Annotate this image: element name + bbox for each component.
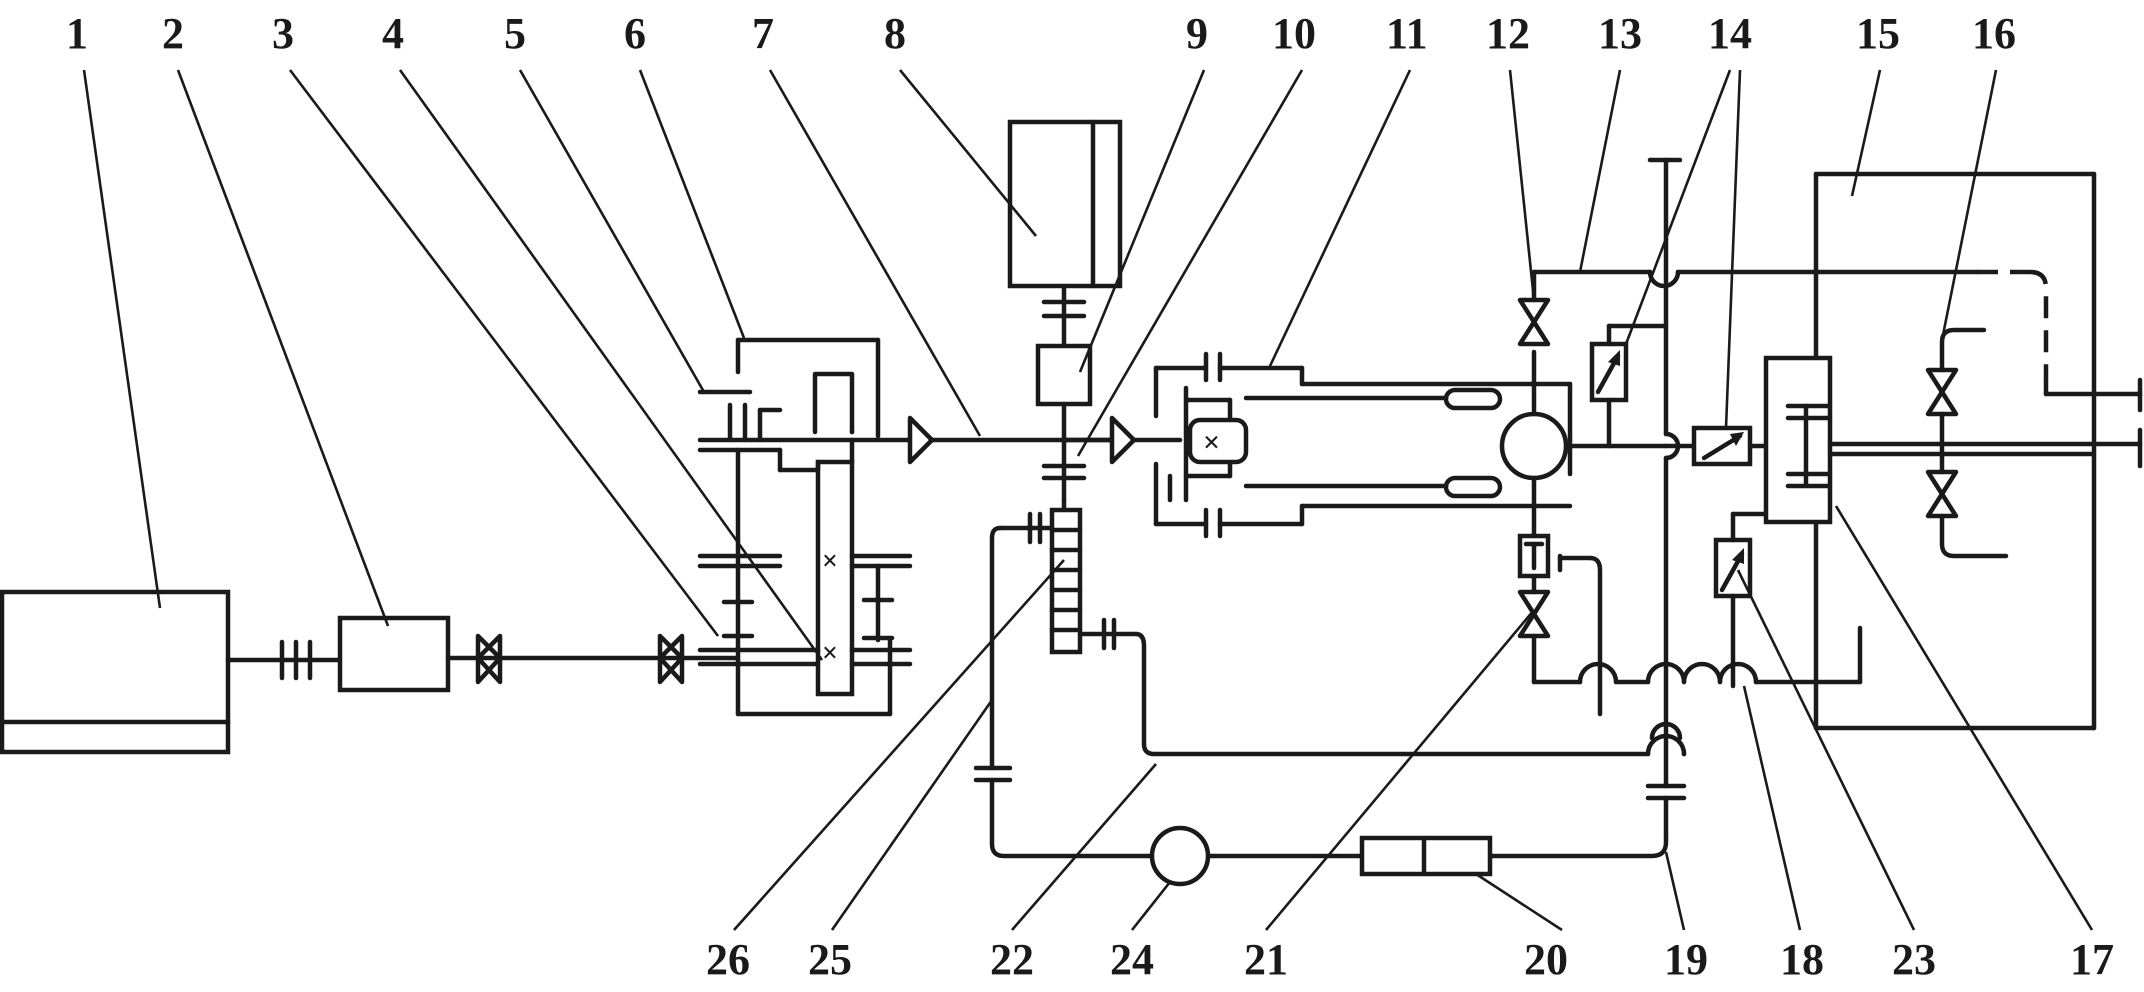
label-13: 13: [1598, 9, 1642, 58]
gearbox: × ×: [697, 337, 913, 717]
label-2: 2: [162, 9, 184, 58]
component-2-box: [337, 615, 451, 693]
label-16: 16: [1972, 9, 2016, 58]
component-1-drive-unit: [0, 589, 231, 755]
label-5: 5: [504, 9, 526, 58]
label-1: 1: [66, 9, 88, 58]
label-6: 6: [624, 9, 646, 58]
label-8: 8: [884, 9, 906, 58]
label-3: 3: [272, 9, 294, 58]
label-25: 25: [808, 935, 852, 984]
label-18: 18: [1780, 935, 1824, 984]
pipe-lower-bridges: [1577, 625, 1863, 685]
label-26: 26: [706, 935, 750, 984]
leader-lines: [82, 69, 2094, 932]
component-15-box: [1813, 171, 2097, 731]
valve-21: [1517, 533, 1583, 685]
shaft-to-pump-unit: [1061, 415, 1183, 465]
label-24: 24: [1110, 935, 1154, 984]
label-21: 21: [1244, 935, 1288, 984]
gauge-14-upper: [1589, 323, 1669, 449]
label-22: 22: [990, 935, 1034, 984]
label-23: 23: [1892, 935, 1936, 984]
pipe-22-return: [1133, 631, 1687, 757]
pipe-hook: [1557, 553, 1603, 717]
pipe-13: [1647, 269, 2143, 413]
center-pump: [1499, 349, 1669, 539]
label-15: 15: [1856, 9, 1900, 58]
label-17: 17: [2070, 935, 2114, 984]
label-9: 9: [1186, 9, 1208, 58]
label-11: 11: [1386, 9, 1428, 58]
gauge-23: [1713, 511, 1769, 689]
gear-x-mark-lower: ×: [822, 638, 838, 669]
pipe-19-vertical: [1645, 157, 1687, 841]
label-19: 19: [1664, 935, 1708, 984]
label-12: 12: [1486, 9, 1530, 58]
assembly-x-mark: ×: [1203, 426, 1220, 459]
valve-16: [1925, 327, 2009, 559]
component-17-block: [1763, 355, 2143, 525]
label-4: 4: [382, 9, 404, 58]
labels-bottom: 26 25 22 24 21 20 19 18 23 17: [706, 935, 2114, 984]
label-7: 7: [752, 9, 774, 58]
central-unit: [997, 119, 1139, 655]
gear-x-mark-upper: ×: [822, 546, 838, 577]
gauge-14-right: [1663, 425, 1769, 467]
labels-top: 1 2 3 4 5 6 7 8 9 10 11 12 13 14 15 16: [66, 9, 2016, 58]
label-10: 10: [1272, 9, 1316, 58]
component-11-assembly: ×: [1153, 351, 1573, 539]
label-14: 14: [1708, 9, 1752, 58]
pipe-25-circuit: [973, 525, 1669, 887]
label-20: 20: [1524, 935, 1568, 984]
coupling-1-2: [225, 639, 343, 681]
cardan-shaft: [445, 633, 738, 685]
